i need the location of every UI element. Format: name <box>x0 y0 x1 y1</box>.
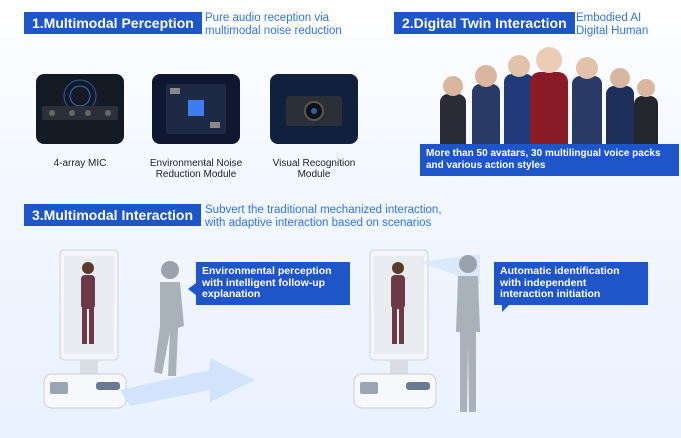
section2-caption-line1: More than 50 avatars, 30 multilingual vo… <box>426 148 661 159</box>
section1-description-line1: Pure audio reception via <box>205 12 330 24</box>
module-caption-noise: Environmental Noise Reduction Module <box>140 158 252 180</box>
module-caption-visual: Visual Recognition Module <box>262 158 366 180</box>
section2-caption-line2: and various action styles <box>426 160 546 171</box>
module-caption-mic: 4-array MIC <box>30 158 130 169</box>
bubble-right-line2: with independent <box>500 276 587 289</box>
section2-caption: More than 50 avatars, 30 multilingual vo… <box>420 144 679 176</box>
section2-description-line2: Digital Human <box>576 25 649 37</box>
bubble-left-line3: explanation <box>202 288 261 300</box>
speech-bubble-left: Environmental perception with intelligen… <box>188 262 350 305</box>
mic-array-image <box>36 74 124 144</box>
visual-recognition-module-image <box>270 74 358 144</box>
bubble-left-line2: with intelligent follow-up <box>202 276 326 289</box>
section1-description: Pure audio reception via multimodal nois… <box>205 12 342 38</box>
section2-description-line1: Embodied AI <box>576 12 642 24</box>
digital-humans-image <box>440 47 658 154</box>
section3-description: Subvert the traditional mechanized inter… <box>205 204 442 230</box>
robot-kiosk-left-image <box>43 249 127 409</box>
section1-title: 1.Multimodal Perception <box>24 12 202 34</box>
noise-reduction-module-image <box>152 74 240 144</box>
section1-description-line2: multimodal noise reduction <box>205 25 342 37</box>
bubble-left-line1: Environmental perception <box>202 265 332 277</box>
section2-title: 2.Digital Twin Interaction <box>394 12 575 34</box>
bubble-right-line1: Automatic identification <box>500 265 620 277</box>
section3-description-line1: Subvert the traditional mechanized inter… <box>205 204 442 216</box>
movement-arrows <box>120 358 255 406</box>
section3-description-line2: with adaptive interaction based on scena… <box>205 217 432 229</box>
module-caption-noise-line1: Environmental Noise <box>149 158 243 169</box>
standing-person-silhouette <box>456 255 480 412</box>
module-caption-visual-line1: Visual Recognition <box>272 158 356 169</box>
speech-bubble-right: Automatic identification with independen… <box>494 262 648 311</box>
section3-title: 3.Multimodal Interaction <box>24 204 202 226</box>
module-caption-mic-line1: 4-array MIC <box>53 158 107 169</box>
module-caption-noise-line2: Reduction Module <box>155 169 237 180</box>
walking-person-silhouette <box>154 261 184 376</box>
module-caption-visual-line2: Module <box>297 169 331 180</box>
robot-kiosk-right-image <box>353 249 437 409</box>
section2-description: Embodied AI Digital Human <box>576 12 648 38</box>
bubble-right-line3: interaction initiation <box>500 288 601 300</box>
